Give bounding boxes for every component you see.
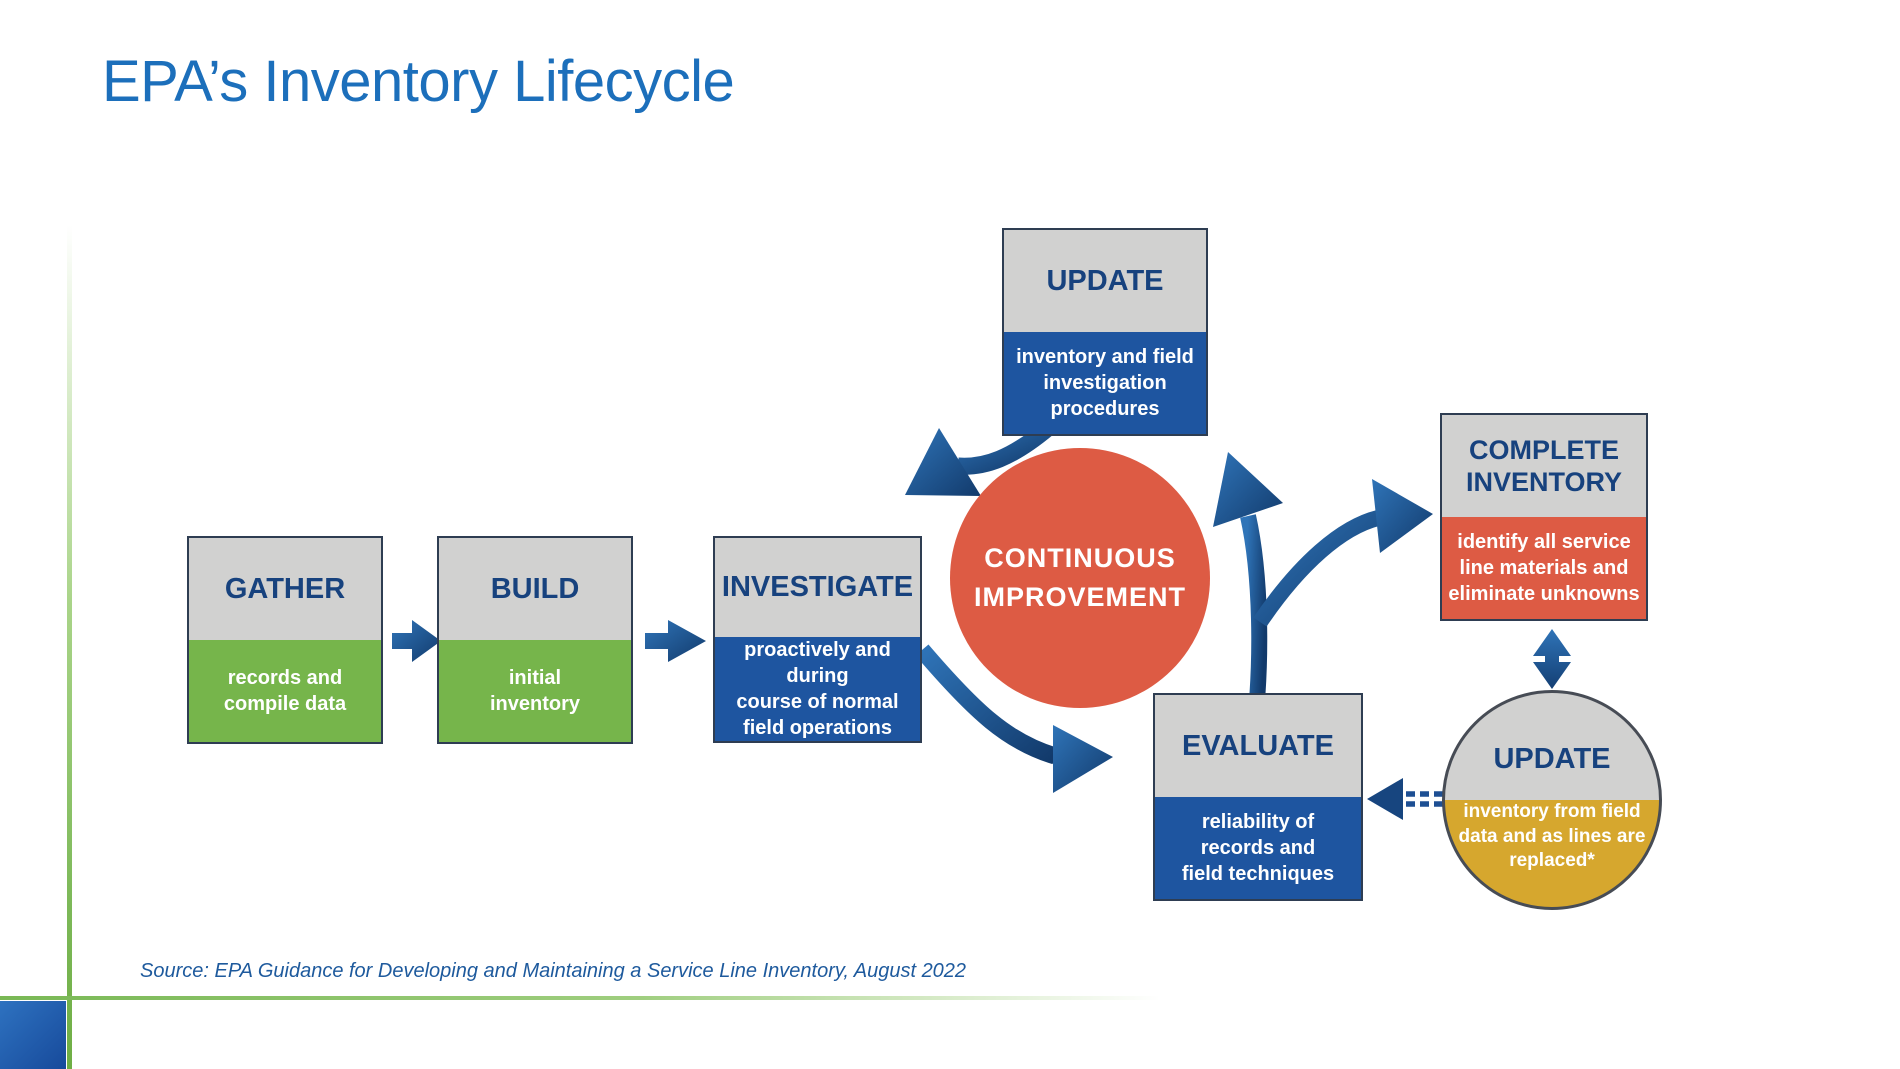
page-title: EPA’s Inventory Lifecycle <box>102 49 735 114</box>
bottom-green-line <box>0 996 1160 1000</box>
node-gather-header: GATHER <box>189 538 381 640</box>
node-evaluate-title: EVALUATE <box>1182 729 1334 762</box>
node-evaluate-body: reliability of records and field techniq… <box>1155 797 1361 899</box>
node-update-top-header: UPDATE <box>1004 230 1206 332</box>
node-complete-inventory-body: identify all service line materials and … <box>1442 517 1646 619</box>
node-build-header: BUILD <box>439 538 631 640</box>
node-build-desc: initial inventory <box>489 667 581 715</box>
node-update-circle-desc: inventory from field data and as lines a… <box>1458 801 1646 872</box>
source-citation: Source: EPA Guidance for Developing and … <box>140 960 967 982</box>
node-complete-inventory-desc: identify all service line materials and … <box>1448 531 1640 605</box>
node-update-top-desc: inventory and field investigation proced… <box>1016 346 1194 420</box>
node-evaluate-header: EVALUATE <box>1155 695 1361 797</box>
node-gather: GATHER records and compile data <box>187 536 383 744</box>
node-update-circle-body: inventory from field data and as lines a… <box>1445 800 1659 907</box>
node-update-top-body: inventory and field investigation proced… <box>1004 332 1206 434</box>
node-evaluate-desc: reliability of records and field techniq… <box>1181 811 1335 885</box>
arrowhead-updatecircle-to-evaluate <box>1367 778 1403 820</box>
node-investigate-header: INVESTIGATE <box>715 538 920 637</box>
left-green-line <box>67 225 72 1069</box>
arrowhead-update-to-cycle <box>905 428 981 496</box>
arrowhead-evaluate-to-update <box>1213 452 1283 527</box>
node-investigate-title: INVESTIGATE <box>721 571 914 604</box>
node-build-body: initial inventory <box>439 640 631 742</box>
node-complete-inventory: COMPLETE INVENTORY identify all service … <box>1440 413 1648 621</box>
arrow-complete-update-bidirectional <box>1533 629 1571 689</box>
node-update-top-title: UPDATE <box>1046 264 1164 297</box>
node-investigate: INVESTIGATE proactively and during cours… <box>713 536 922 743</box>
node-update-circle-title: UPDATE <box>1493 743 1611 776</box>
node-update-circle-header: UPDATE <box>1445 693 1659 800</box>
node-update-circle: UPDATE inventory from field data and as … <box>1442 690 1662 910</box>
corner-blue-rect <box>0 1001 66 1069</box>
node-gather-title: GATHER <box>224 572 346 605</box>
arrowhead-investigate-to-evaluate <box>1053 725 1113 793</box>
node-complete-inventory-header: COMPLETE INVENTORY <box>1442 415 1646 517</box>
arrow-gather-to-build <box>392 620 441 662</box>
arrow-cycle-to-complete-inventory <box>1253 510 1381 627</box>
node-evaluate: EVALUATE reliability of records and fiel… <box>1153 693 1363 901</box>
node-build-title: BUILD <box>490 572 580 605</box>
node-complete-inventory-title: COMPLETE INVENTORY <box>1465 434 1623 497</box>
node-continuous-improvement: CONTINUOUS IMPROVEMENT <box>950 448 1210 708</box>
node-investigate-body: proactively and during course of normal … <box>715 637 920 741</box>
node-investigate-desc: proactively and during course of normal … <box>736 639 899 739</box>
node-gather-desc: records and compile data <box>223 667 347 715</box>
node-update-top: UPDATE inventory and field investigation… <box>1002 228 1208 436</box>
continuous-improvement-label: CONTINUOUS IMPROVEMENT <box>973 542 1186 612</box>
arrow-build-to-investigate <box>645 620 706 662</box>
node-gather-body: records and compile data <box>189 640 381 742</box>
arrowhead-cycle-to-complete-inventory <box>1372 479 1433 553</box>
node-build: BUILD initial inventory <box>437 536 633 744</box>
